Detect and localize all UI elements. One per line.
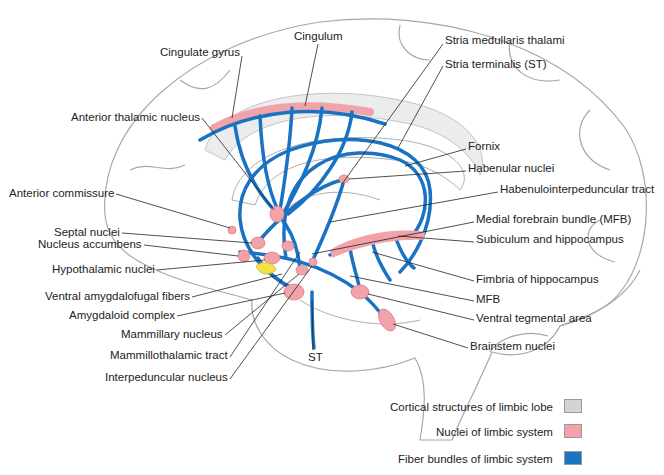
leader-line: [157, 260, 265, 270]
leader-line: [330, 192, 498, 222]
structure-label: Stria terminalis (ST): [445, 58, 547, 71]
leader-line: [312, 222, 474, 254]
limbic-nucleus: [238, 250, 250, 262]
structure-label: Anterior commissure: [9, 187, 114, 200]
leader-line: [342, 44, 443, 184]
structure-label: MFB: [476, 293, 500, 306]
structure-label: Anterior thalamic nucleus: [71, 111, 200, 124]
leader-line: [116, 194, 230, 228]
leader-line: [405, 149, 466, 166]
leader-line: [398, 236, 474, 242]
structure-label: Ventral tegmental area: [476, 312, 592, 325]
leader-line: [144, 245, 238, 256]
structure-label: Hypothalamic nuclei: [52, 263, 155, 276]
structure-label: Habenulointerpeduncular tract: [500, 183, 654, 196]
structure-label: Interpeduncular nucleus: [105, 371, 228, 384]
limbic-nucleus: [309, 258, 317, 266]
leader-line: [393, 324, 468, 348]
optic-chiasm: [256, 263, 276, 275]
limbic-nucleus: [284, 284, 304, 300]
fiber-bundle: [200, 108, 430, 348]
leader-line: [192, 274, 282, 297]
legend-text: Nuclei of limbic system: [436, 426, 553, 439]
leader-line: [202, 118, 274, 210]
brain-outline: [399, 25, 430, 60]
structure-label: Fimbria of hippocampus: [476, 273, 599, 286]
structure-label: Cingulum: [294, 30, 343, 43]
structure-label: Medial forebrain bundle (MFB): [476, 213, 631, 226]
fiber-bundle: [279, 216, 300, 270]
leader-line: [350, 276, 474, 301]
structure-label: Amygdaloid complex: [69, 309, 175, 322]
leader-line: [398, 66, 443, 148]
brain-outline: [105, 19, 647, 440]
brain-outline: [130, 165, 185, 170]
leader-line: [177, 293, 285, 316]
fiber-bundle: [284, 153, 426, 258]
limbic-nucleus: [270, 206, 284, 222]
brain-outline: [580, 110, 610, 170]
fiber-bundle: [258, 180, 342, 242]
leader-line: [368, 294, 474, 320]
structure-label: ST: [308, 351, 323, 364]
leader-line: [116, 44, 498, 379]
structure-label: Mammillothalamic tract: [110, 349, 228, 362]
structure-label: Ventral amygdalofugal fibers: [45, 290, 190, 303]
leader-line: [230, 252, 300, 357]
leader-line: [372, 252, 474, 281]
limbic-nucleus: [351, 285, 369, 299]
limbic-nucleus: [375, 306, 399, 334]
fiber-bundle: [350, 248, 360, 290]
structure-label: Nucleus accumbens: [38, 238, 142, 251]
optic-chiasm: [256, 263, 276, 275]
structure-label: Cingulate gyrus: [160, 46, 240, 59]
structure-label: Stria medullaris thalami: [445, 34, 565, 47]
structure-label: Fornix: [468, 140, 500, 153]
legend-swatch: [564, 399, 582, 413]
structure-label: Septal nuclei: [54, 226, 120, 239]
structure-label: Brainstem nuclei: [470, 340, 555, 353]
brain-outline: [180, 70, 230, 89]
structure-label: Subiculum and hippocampus: [476, 233, 624, 246]
structure-label: Habenular nuclei: [468, 162, 554, 175]
limbic-nucleus: [228, 175, 425, 334]
legend-text: Cortical structures of limbic lobe: [390, 401, 553, 414]
brain-outline: [105, 19, 647, 440]
limbic-nucleus: [251, 237, 265, 249]
leader-line: [225, 274, 299, 335]
legend-text: Fiber bundles of limbic system: [398, 453, 553, 466]
leader-line: [349, 171, 466, 179]
cortical-limbic-lobe: [205, 93, 483, 175]
legend-swatch: [564, 424, 582, 438]
structure-label: Mammillary nucleus: [121, 328, 223, 341]
leader-line: [312, 300, 313, 350]
limbic-nucleus: [282, 241, 294, 251]
corpus-callosum: [300, 300, 420, 324]
leader-line: [230, 266, 312, 379]
leader-line: [232, 56, 242, 118]
fiber-bundle: [372, 240, 390, 280]
legend-swatch: [564, 451, 582, 465]
limbic-nucleus: [228, 226, 236, 234]
leader-line: [305, 44, 318, 106]
cortical-limbic-lobe: [205, 93, 483, 175]
fiber-bundle: [240, 139, 431, 290]
